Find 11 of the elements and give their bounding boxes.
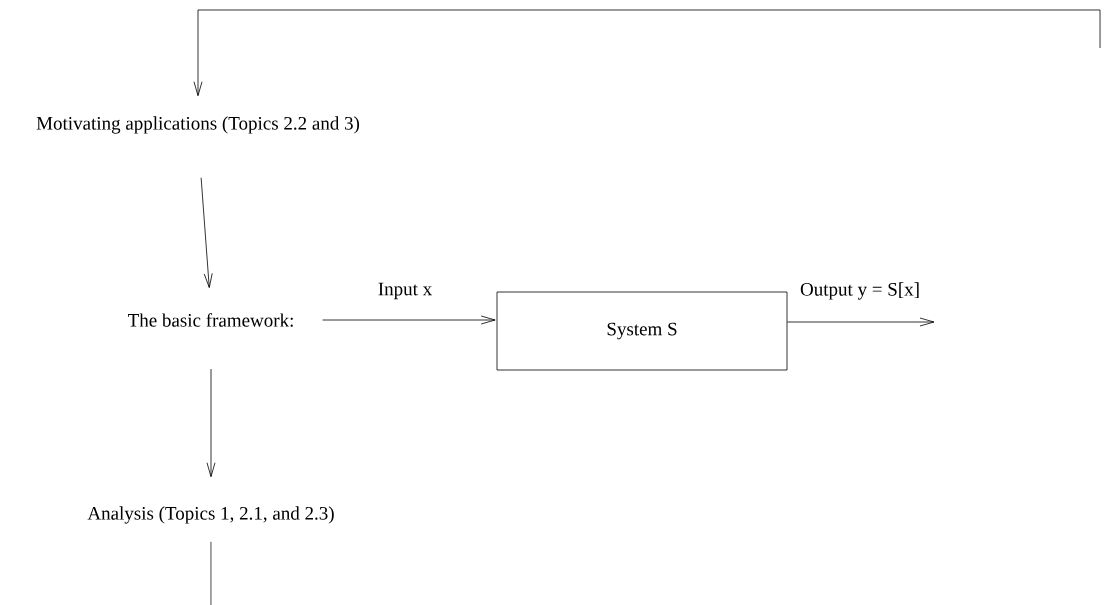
- system-box: System S: [496, 291, 788, 371]
- arrow: [200, 177, 213, 288]
- arrow: [322, 315, 496, 325]
- arrow: [206, 368, 216, 478]
- arrow: [193, 9, 1101, 97]
- edge-label: Input x: [376, 281, 434, 301]
- node-text: Analysis (Topics 1, 2.1, and 2.3): [87, 506, 334, 524]
- edge-label: Output y = S[x]: [799, 281, 921, 301]
- arrow: [787, 317, 935, 327]
- node-text: The basic framework:: [128, 313, 293, 327]
- node-text: Motivating applications (Topics 2.2 and 3): [36, 116, 360, 134]
